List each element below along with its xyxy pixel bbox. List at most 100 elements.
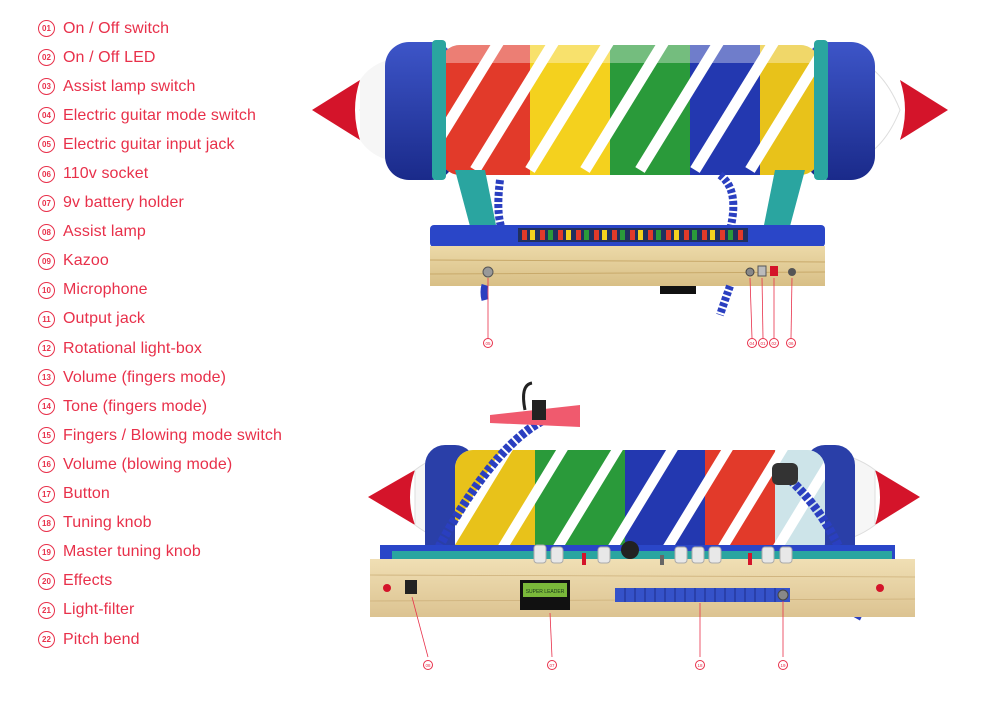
legend-number: 01 [38, 20, 55, 38]
legend-item: 06 110v socket [38, 159, 338, 188]
rotational-light-box [440, 45, 820, 175]
socket-110v[interactable] [788, 268, 796, 276]
legend-number: 15 [38, 427, 55, 445]
legend-item: 03 Assist lamp switch [38, 72, 338, 101]
right-cone [875, 470, 920, 525]
legend-label: Assist lamp [63, 223, 146, 241]
callout-top-2: 04 [747, 338, 757, 348]
legend-label: Volume (fingers mode) [63, 368, 227, 386]
callout-bottom-4: 19 [778, 660, 788, 670]
callout-bottom-2: 07 [547, 660, 557, 670]
legend-label: Rotational light-box [63, 339, 202, 357]
legend-item: 11 Output jack [38, 305, 338, 334]
right-led [876, 584, 884, 592]
knob[interactable] [708, 546, 722, 564]
knob[interactable] [550, 546, 564, 564]
mode-switch[interactable] [748, 553, 752, 565]
legend-item: 14 Tone (fingers mode) [38, 392, 338, 421]
pitch-knob[interactable] [621, 541, 639, 559]
kazoo-clamp [532, 400, 546, 420]
legend-number: 11 [38, 310, 55, 328]
legend-label: On / Off switch [63, 19, 170, 37]
legend-number: 04 [38, 107, 55, 125]
knob[interactable] [533, 544, 547, 564]
legend-item: 01 On / Off switch [38, 14, 338, 43]
legend-item: 15 Fingers / Blowing mode switch [38, 421, 338, 450]
master-tuning-knob[interactable] [777, 589, 789, 601]
microphone-hose [782, 471, 864, 623]
mode-switch[interactable] [582, 553, 586, 565]
legend-number: 22 [38, 631, 55, 649]
legend-number: 09 [38, 252, 55, 270]
battery-label: SUPER LEADER [526, 589, 565, 595]
legend-label: Assist lamp switch [63, 77, 196, 95]
legend-number: 07 [38, 194, 55, 212]
battery-slot [660, 286, 696, 294]
legend-number: 19 [38, 543, 55, 561]
legend-item: 07 9v battery holder [38, 189, 338, 218]
teal-frame [392, 551, 892, 559]
callout-bottom-3: 18 [695, 660, 705, 670]
left-led [383, 584, 391, 592]
legend-number: 20 [38, 572, 55, 590]
legend-item: 16 Volume (blowing mode) [38, 450, 338, 479]
instrument-bottom-photo: SUPER LEADER [368, 381, 920, 658]
legend-label: Effects [63, 572, 113, 590]
led-row [518, 228, 748, 242]
legend-number: 06 [38, 165, 55, 183]
legend-label: Fingers / Blowing mode switch [63, 426, 282, 444]
legend-label: Volume (blowing mode) [63, 455, 233, 473]
knob-row [533, 541, 793, 565]
legend-label: Tuning knob [63, 514, 152, 532]
legend-label: On / Off LED [63, 48, 156, 66]
legend-number: 13 [38, 369, 55, 387]
legend-label: Electric guitar input jack [63, 135, 235, 153]
legend-label: Output jack [63, 310, 146, 328]
legend-label: Pitch bend [63, 630, 140, 648]
legend-label: Microphone [63, 281, 148, 299]
legend-label: Tone (fingers mode) [63, 397, 208, 415]
hose-bottom [716, 284, 734, 317]
callout-top-1: 05 [483, 338, 493, 348]
assist-lamp [405, 580, 417, 594]
knob[interactable] [761, 546, 775, 564]
legend-number: 10 [38, 281, 55, 299]
knob[interactable] [674, 546, 688, 564]
legend-item: 13 Volume (fingers mode) [38, 363, 338, 392]
knob[interactable] [779, 546, 793, 564]
left-cone [368, 470, 415, 525]
legend-item: 02 On / Off LED [38, 43, 338, 72]
callout-top-3: 01 [758, 338, 768, 348]
legend-number: 02 [38, 49, 55, 67]
legend-item: 09 Kazoo [38, 247, 338, 276]
legend-number: 16 [38, 456, 55, 474]
legend-label: Kazoo [63, 252, 109, 270]
legend-number: 12 [38, 340, 55, 358]
knob[interactable] [597, 546, 611, 564]
legend-label: 9v battery holder [63, 194, 184, 212]
left-frame-ring [432, 40, 446, 180]
legend-item: 20 Effects [38, 567, 338, 596]
right-hose [717, 171, 738, 231]
guitar-mode-switch[interactable] [745, 267, 755, 277]
right-frame-ring [814, 40, 828, 180]
electric-guitar-input-jack[interactable] [482, 266, 494, 278]
legend-number: 03 [38, 78, 55, 96]
legend-item: 12 Rotational light-box [38, 334, 338, 363]
tuning-keys[interactable] [615, 588, 790, 602]
toggle[interactable] [660, 555, 664, 565]
legend-number: 14 [38, 398, 55, 416]
legend-item: 10 Microphone [38, 276, 338, 305]
legend-number: 21 [38, 601, 55, 619]
on-off-switch[interactable] [757, 265, 767, 277]
knob[interactable] [691, 546, 705, 564]
battery [523, 583, 567, 597]
legend-label: 110v socket [63, 165, 149, 183]
legend-number: 05 [38, 136, 55, 154]
callout-top-5: 06 [786, 338, 796, 348]
